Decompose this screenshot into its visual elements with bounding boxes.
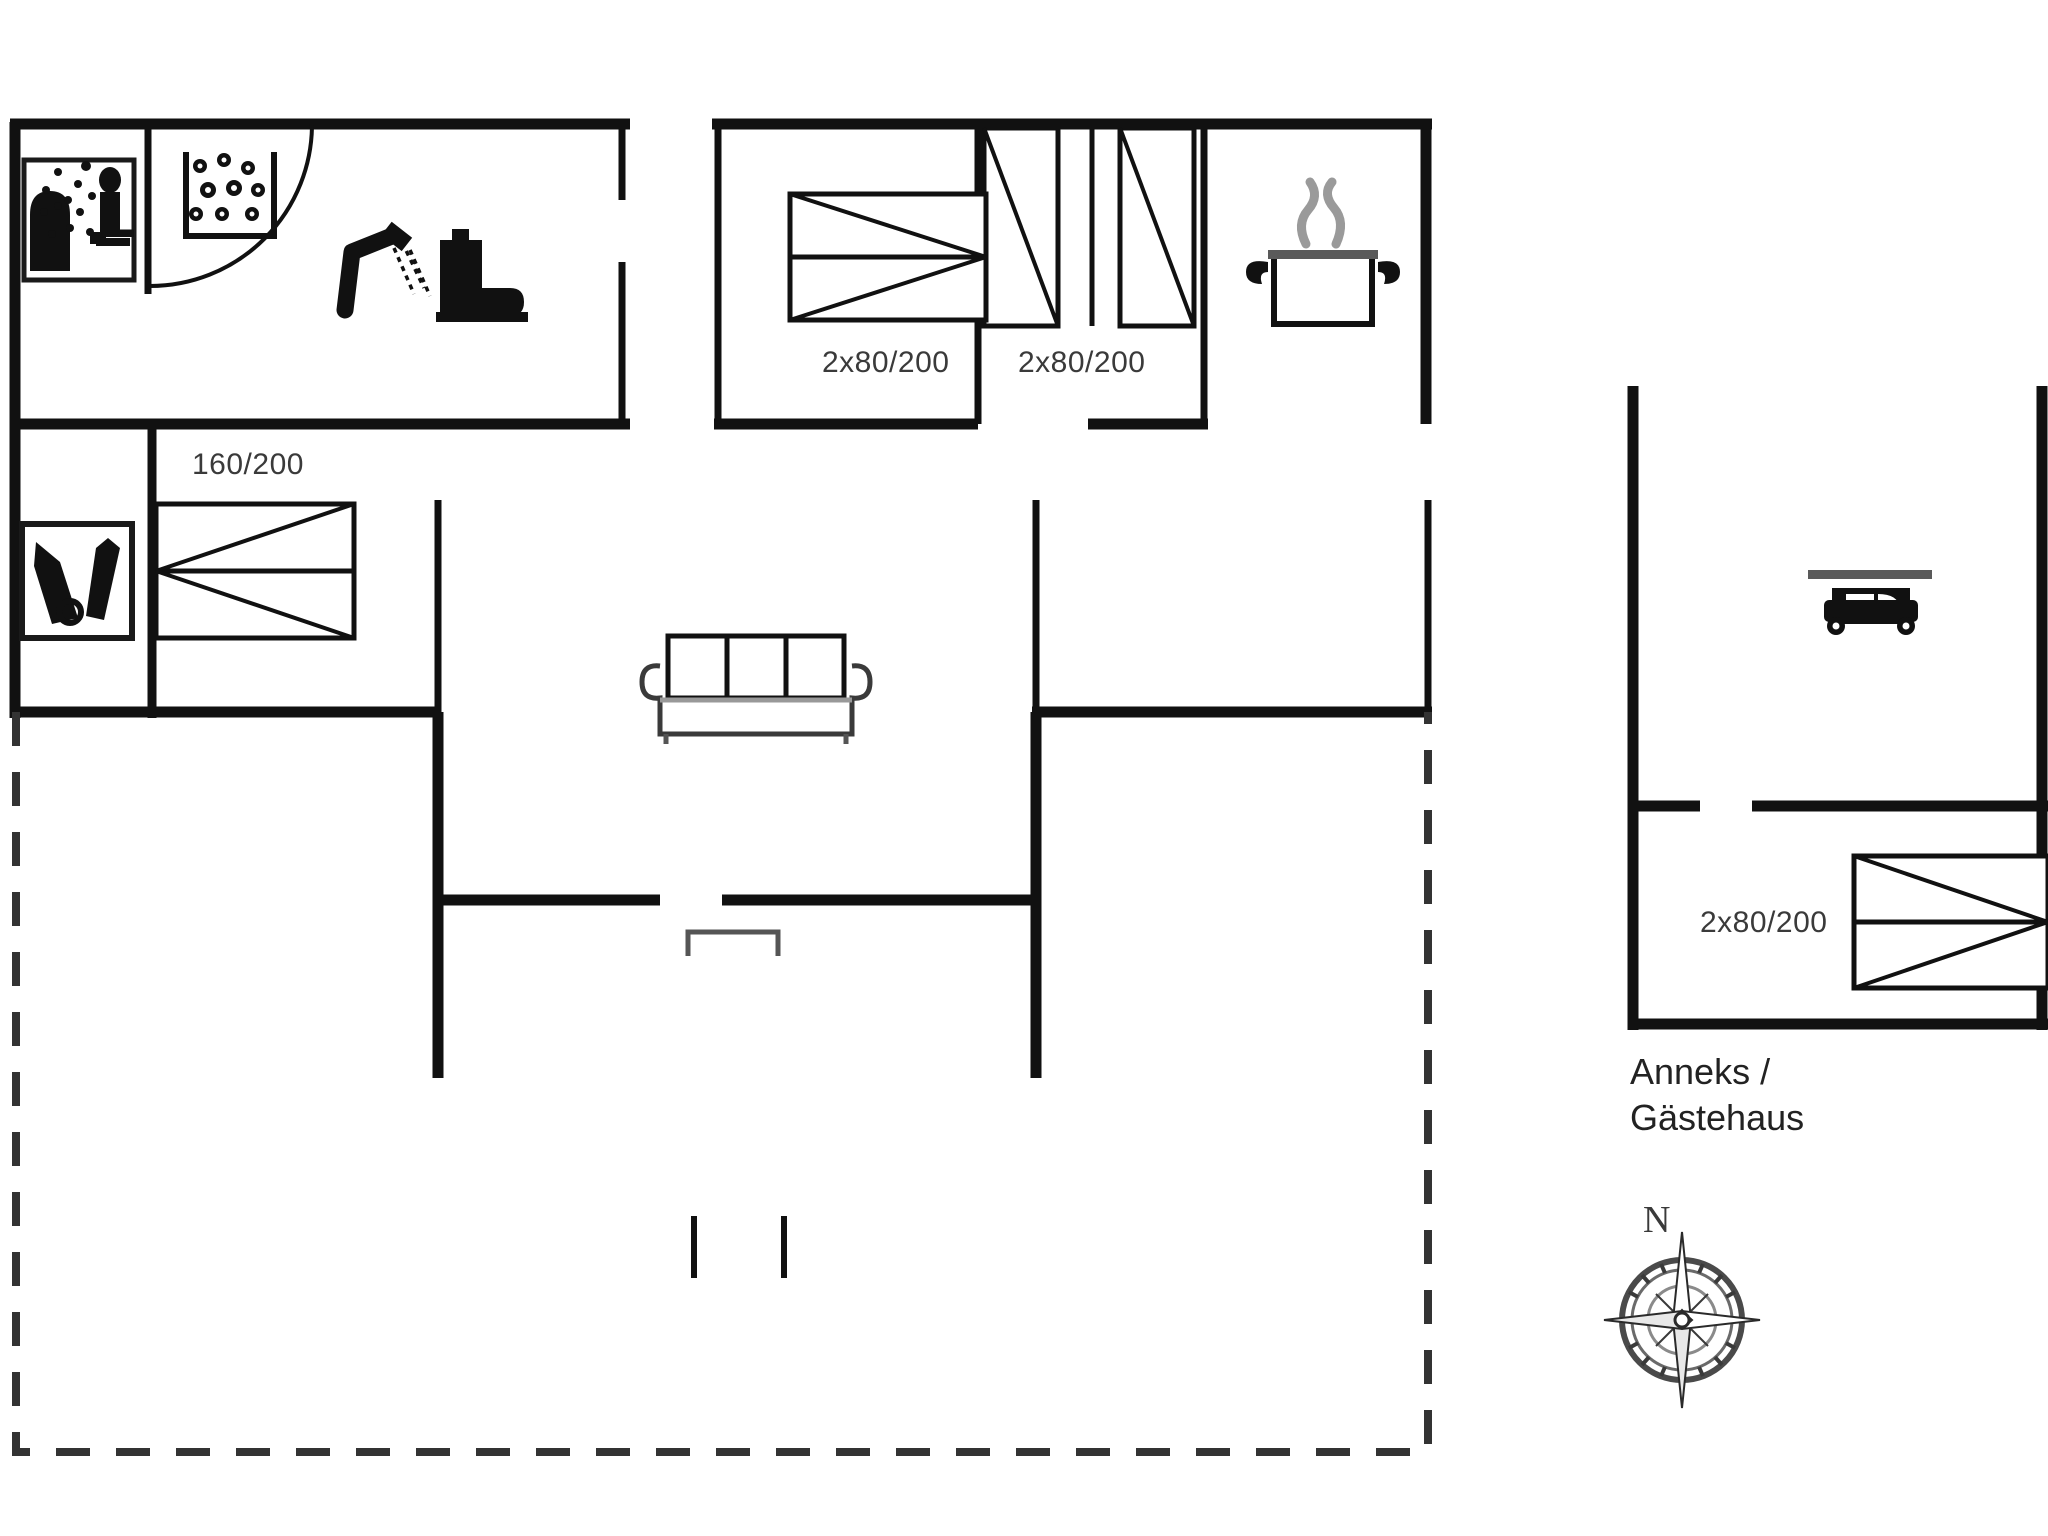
bed-label-bedroom-1: 2x80/200	[822, 346, 949, 379]
sofa-icon	[639, 633, 873, 744]
bed-label-annex: 2x80/200	[1700, 906, 1827, 939]
sauna-icon	[21, 157, 137, 283]
bed-annex	[1851, 853, 2048, 991]
annex-caption-line2: Gästehaus	[1630, 1097, 1804, 1138]
cooking-pot-icon	[1246, 177, 1400, 327]
compass-north-label: N	[1643, 1199, 1670, 1241]
annex-walls	[1627, 386, 2048, 1030]
car-icon	[1808, 570, 1932, 635]
shower-icon	[336, 221, 432, 319]
entrance-step	[685, 929, 781, 956]
bed-label-bedroom-2: 2x80/200	[1018, 346, 1145, 379]
toilet-icon	[436, 229, 528, 322]
bed-bedroom-1	[787, 191, 989, 323]
bed-label-master: 160/200	[192, 448, 304, 481]
compass-rose-icon	[1603, 1231, 1761, 1409]
bed-master	[153, 501, 357, 641]
broom-icon	[19, 521, 135, 641]
annex-caption-line1: Anneks /	[1630, 1051, 1770, 1092]
terrace-boundary	[12, 712, 1432, 1456]
whirlpool-icon	[183, 152, 277, 239]
terrace-post-markers	[691, 1216, 787, 1278]
main-house-walls	[9, 118, 1432, 1078]
